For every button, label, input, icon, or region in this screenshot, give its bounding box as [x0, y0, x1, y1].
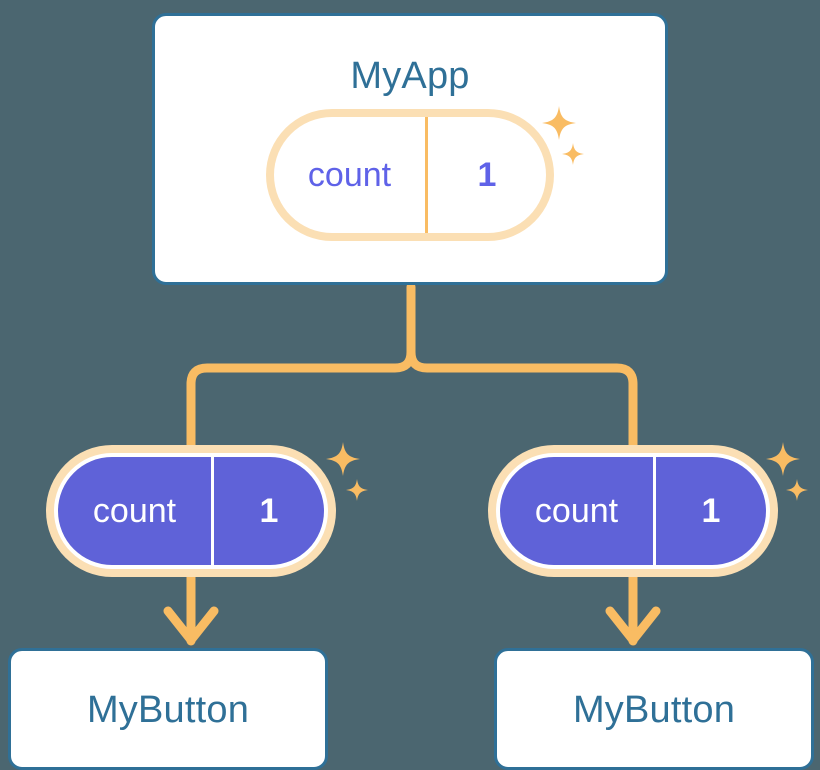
arrow-down-icon-left — [163, 570, 219, 646]
branch-connector-path — [406, 282, 638, 453]
pill-value-label: 1 — [477, 155, 497, 194]
sparkle-icon — [346, 479, 368, 501]
child-state-pill-left[interactable]: count 1 — [46, 445, 336, 577]
myapp-state-pill[interactable]: count 1 — [266, 109, 554, 241]
child-state-pill-right[interactable]: count 1 — [488, 445, 778, 577]
sparkle-icon — [562, 143, 584, 165]
pill-body: count 1 — [274, 117, 546, 233]
myapp-card-title: MyApp — [350, 55, 470, 97]
mybutton-card-title: MyButton — [86, 689, 250, 731]
arrow-down-icon-right — [605, 570, 661, 646]
pill-key-label: count — [274, 117, 428, 233]
sparkle-icon — [766, 442, 800, 476]
sparkle-icon — [542, 106, 576, 140]
pill-value-label: 1 — [259, 491, 279, 530]
mybutton-card-right: MyButton — [494, 648, 814, 770]
pill-value-label: 1 — [701, 491, 721, 530]
mybutton-card-title: MyButton — [572, 689, 736, 731]
mybutton-card-left: MyButton — [8, 648, 328, 770]
pill-body: count 1 — [496, 453, 770, 569]
sparkle-icon — [326, 442, 360, 476]
pill-inner: count 1 — [500, 457, 766, 565]
pill-body: count 1 — [54, 453, 328, 569]
pill-key-label: count — [58, 457, 214, 565]
pill-key-label: count — [500, 457, 656, 565]
pill-inner: count 1 — [58, 457, 324, 565]
branch-connector-path-left — [186, 347, 416, 453]
sparkle-icon — [786, 479, 808, 501]
